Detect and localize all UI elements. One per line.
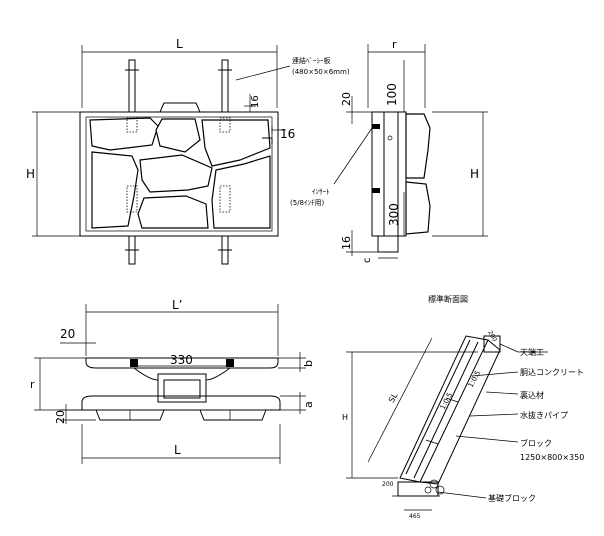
section-label-pipe: 水抜きパイプ (520, 410, 568, 420)
section-label-block-size: 1250×800×350 (520, 453, 584, 462)
elev-dim-b: b (302, 360, 315, 367)
side-dim-r: r (392, 38, 397, 51)
side-dim-c: c (362, 258, 373, 264)
side-view: r H 100 300 20 16 c ｲﾝｻｰﾄ (5/ (290, 38, 488, 263)
elev-dim-20-bottom: 20 (54, 410, 67, 424)
side-insert-line1: ｲﾝｻｰﾄ (312, 188, 330, 196)
section-label-concrete: 胴込コンクリート (520, 368, 584, 377)
elevation-view: L’ 20 330 r b a (30, 298, 315, 464)
section-dim-SL: SL (387, 391, 400, 404)
side-dim-H: H (470, 167, 479, 181)
side-dim-100: 100 (385, 83, 399, 106)
side-dim-16: 16 (340, 236, 353, 250)
plan-plate-note-line1: 連結ﾍﾞｰｼｰ板 (292, 56, 331, 65)
elev-dim-a: a (302, 401, 315, 408)
elev-dim-20: 20 (60, 327, 75, 341)
section-label-tenba: 天端工 (520, 347, 544, 357)
plan-dim-16-top: 16 (250, 95, 261, 108)
plan-dim-16-side: 16 (280, 127, 295, 141)
section-view: 標準断面図 H SL 200 200 465 1:0.5 1:0.5 (342, 294, 584, 520)
elev-dim-L: L (174, 443, 181, 457)
elev-dim-r: r (30, 378, 35, 391)
section-dim-200: 200 (486, 330, 498, 344)
section-slope-2: 1:0.5 (467, 369, 482, 389)
plan-plate-note-line2: (480×50×6mm) (292, 68, 350, 76)
section-dim-465: 465 (409, 513, 421, 520)
section-label-uragome: 裏込材 (520, 390, 544, 400)
section-dim-200-bottom: 200 (382, 481, 394, 488)
elev-dim-330: 330 (170, 353, 193, 367)
side-dim-20: 20 (340, 92, 353, 106)
elev-dim-Lp: L’ (172, 298, 183, 312)
side-dim-300: 300 (387, 203, 401, 226)
plan-dim-L: L (176, 37, 183, 51)
side-insert-line2: (5/8ｲﾝﾁ用) (290, 199, 324, 207)
section-dim-H: H (342, 413, 348, 422)
section-title: 標準断面図 (428, 294, 468, 304)
section-label-block: ブロック (520, 438, 552, 448)
plan-view: L H 16 (26, 37, 350, 265)
section-label-kiso: 基礎ブロック (488, 493, 536, 503)
section-slope-1: 1:0.5 (439, 391, 454, 411)
plan-dim-H: H (26, 167, 35, 181)
